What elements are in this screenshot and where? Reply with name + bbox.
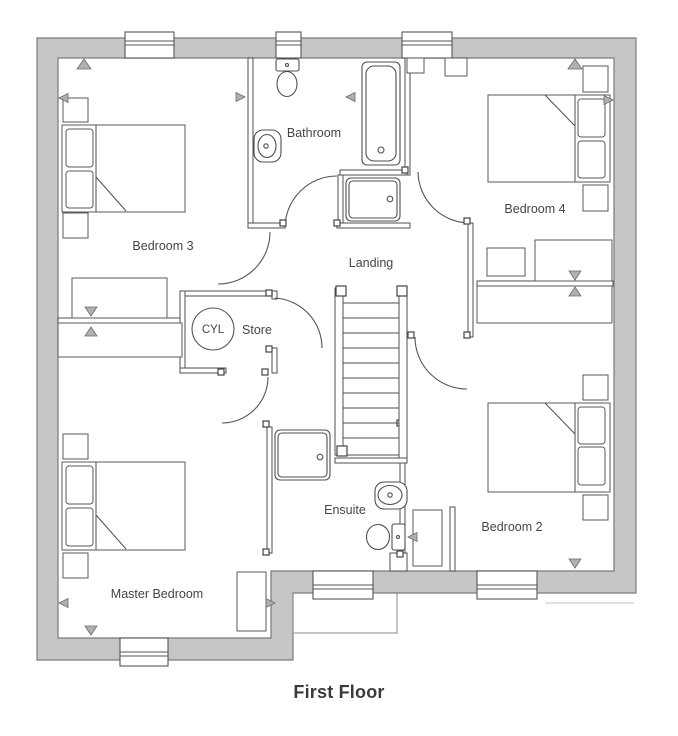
bath-icon — [361, 61, 401, 166]
floor-plan-drawing: Bedroom 3 Bathroom Bedroom 4 Landing CYL… — [36, 31, 637, 667]
window — [119, 637, 169, 667]
sink-icon — [253, 129, 282, 163]
door-arc-bedroom3 — [217, 231, 271, 285]
door-arc-store — [274, 297, 323, 349]
vent-markers — [58, 58, 614, 636]
room-label-ensuite: Ensuite — [324, 503, 366, 517]
wardrobes-and-units — [57, 57, 613, 632]
bed-icon — [487, 402, 611, 493]
bedside-tables — [62, 65, 609, 579]
room-label-bedroom2: Bedroom 2 — [481, 520, 542, 534]
cylinder-icon — [191, 307, 235, 351]
sink-icon — [374, 481, 408, 510]
room-label-landing: Landing — [349, 256, 394, 270]
shower-icon — [345, 177, 401, 222]
cylinder-label: CYL — [202, 324, 225, 336]
toilet-icon — [275, 58, 300, 98]
room-label-bedroom3: Bedroom 3 — [132, 239, 193, 253]
window — [275, 31, 302, 59]
door-arc-bedroom4 — [417, 171, 471, 224]
shower-icon — [274, 429, 331, 481]
door-arc-bathroom — [284, 175, 338, 229]
page-title: First Floor — [293, 682, 385, 702]
toilet-icon — [365, 523, 406, 551]
room-label-bedroom4: Bedroom 4 — [504, 202, 565, 216]
door-arc-master — [221, 376, 269, 424]
door-arc-bedroom2 — [414, 336, 468, 390]
interior-walls — [57, 57, 614, 572]
window — [401, 31, 453, 59]
room-label-master: Master Bedroom — [111, 587, 203, 601]
bed-icon — [61, 124, 186, 213]
window — [312, 570, 374, 600]
bed-icon — [61, 461, 186, 551]
porch-outline — [292, 593, 398, 634]
window — [124, 31, 175, 59]
stairs-icon — [334, 285, 408, 459]
room-label-store: Store — [242, 323, 272, 337]
room-label-bathroom: Bathroom — [287, 126, 341, 140]
bed-icon — [487, 94, 611, 183]
window — [476, 570, 538, 600]
